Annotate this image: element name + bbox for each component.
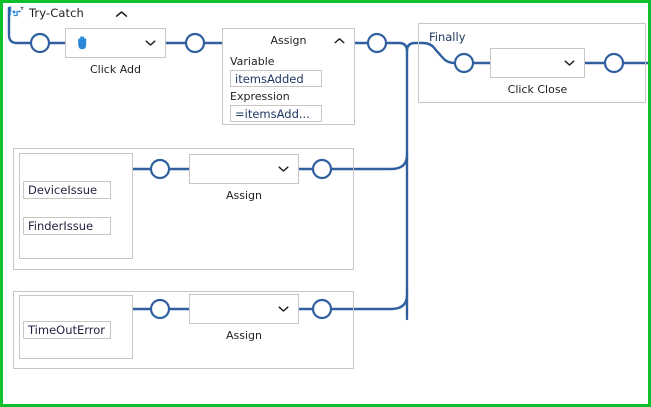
node-label-click-add: Click Add xyxy=(89,63,141,76)
finally-caption: Finally xyxy=(429,30,466,44)
catch-block-1-exceptions-panel xyxy=(19,153,133,259)
catch-block-1-panel xyxy=(13,148,354,270)
node-label-assign-catch-2: Assign xyxy=(226,329,262,342)
node-label-click-close: Click Close xyxy=(507,83,568,96)
node-assign-catch-2[interactable] xyxy=(189,294,299,324)
try-catch-icon xyxy=(9,6,24,20)
field-label-variable: Variable xyxy=(230,55,275,68)
chevron-down-icon[interactable] xyxy=(563,57,575,69)
catch-block-2-panel xyxy=(13,291,354,369)
field-label-expression: Expression xyxy=(230,90,290,103)
assign-card-title: Assign xyxy=(270,34,307,47)
try-catch-header[interactable]: Try-Catch xyxy=(9,6,84,20)
try-catch-title: Try-Catch xyxy=(29,6,84,20)
try-catch-collapse-chevron-up-icon[interactable] xyxy=(113,7,129,21)
node-click-add[interactable] xyxy=(65,28,166,58)
node-label-assign-catch-1: Assign xyxy=(226,189,262,202)
exception-chip-finderissue[interactable]: FinderIssue xyxy=(23,217,111,235)
assign-collapse-chevron-up-icon[interactable] xyxy=(333,35,346,47)
node-click-close[interactable] xyxy=(490,48,585,78)
card-assign-try[interactable]: Assign Variable itemsAdded Expression =i… xyxy=(222,28,355,125)
exception-chip-deviceissue[interactable]: DeviceIssue xyxy=(23,181,111,199)
exception-chip-timeouterror[interactable]: TimeOutError xyxy=(23,321,111,339)
chevron-down-icon[interactable] xyxy=(144,37,156,49)
hand-click-icon xyxy=(75,35,90,51)
field-input-expression[interactable]: =itemsAdd... xyxy=(230,105,322,122)
chevron-down-icon[interactable] xyxy=(277,303,289,315)
chevron-down-icon[interactable] xyxy=(277,163,289,175)
field-input-variable[interactable]: itemsAdded xyxy=(230,70,322,87)
node-assign-catch-1[interactable] xyxy=(189,154,299,184)
